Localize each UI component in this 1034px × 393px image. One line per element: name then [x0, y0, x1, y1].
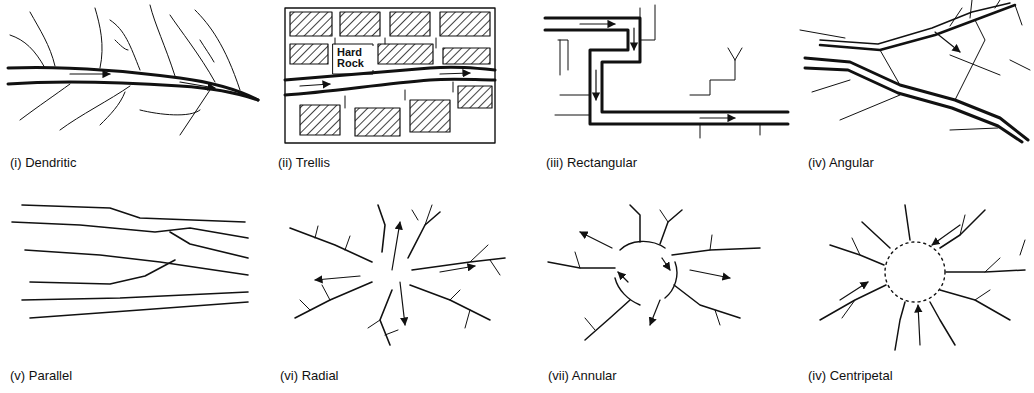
annular-pattern	[548, 205, 760, 340]
pattern-caption: (ii) Trellis	[278, 155, 330, 170]
pattern-caption: (iv) Centripetal	[808, 368, 893, 383]
rectangular-pattern	[545, 5, 788, 138]
pattern-caption: (v) Parallel	[10, 368, 72, 383]
angular-pattern	[800, 0, 1030, 142]
pattern-caption: (vi) Radial	[280, 368, 339, 383]
parallel-pattern	[12, 205, 248, 318]
pattern-caption: (iii) Rectangular	[546, 155, 637, 170]
pattern-caption: (vii) Annular	[548, 368, 617, 383]
trellis-pattern	[285, 8, 495, 143]
dendritic-pattern	[8, 5, 258, 135]
radial-pattern	[290, 205, 505, 345]
rock-label: Hard Rock	[336, 46, 374, 70]
centripetal-pattern	[820, 205, 1025, 350]
pattern-caption: (i) Dendritic	[10, 155, 76, 170]
pattern-caption: (iv) Angular	[808, 155, 874, 170]
